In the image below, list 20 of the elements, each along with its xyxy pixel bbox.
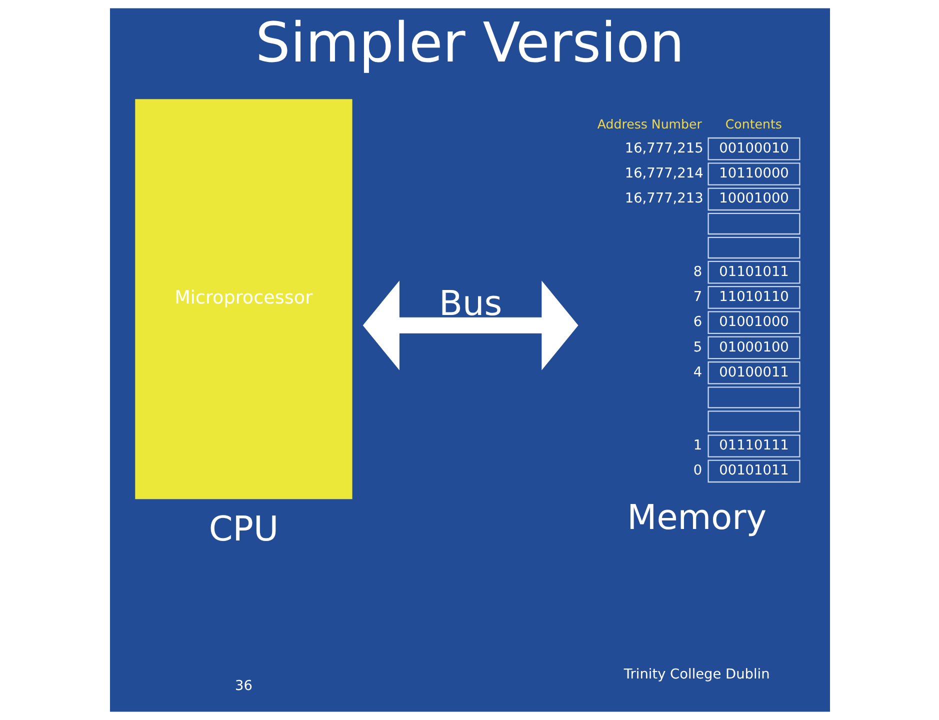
diagram-title: Simpler Version: [255, 10, 684, 74]
node-label: 8: [692, 264, 702, 280]
arrow: [362, 280, 578, 370]
node-label: 5: [692, 339, 702, 356]
edge-label: Bus: [438, 284, 502, 324]
label: Trinity College Dublin: [623, 666, 770, 683]
node-label: CPU: [208, 509, 278, 550]
node-label: 1: [692, 438, 702, 454]
node-label: Memory: [626, 498, 766, 538]
node-label: 7: [692, 288, 702, 305]
node-label: 16,777,215: [624, 140, 703, 156]
node-label: 0: [692, 462, 702, 479]
node-box: Microprocessor: [134, 99, 352, 500]
node-label: Address Number: [596, 116, 702, 132]
node-label: 16,777,213: [624, 190, 703, 207]
node-label: 16,777,214: [624, 166, 703, 182]
node-label: Contents: [724, 116, 782, 132]
node-label: 4: [692, 364, 702, 380]
node-label: 6: [692, 314, 702, 330]
label: 36: [234, 678, 252, 694]
